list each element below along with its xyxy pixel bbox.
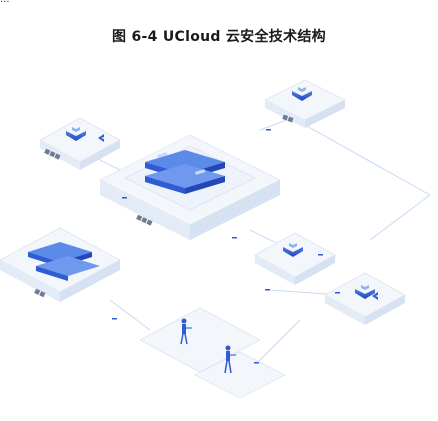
node-label: ■■	[281, 113, 294, 124]
platform-top-right: ■■	[263, 79, 347, 128]
dash-marker	[265, 289, 270, 291]
platform-central: ■■■	[98, 134, 282, 240]
shield-icon	[66, 127, 86, 141]
dash-marker	[318, 254, 323, 256]
server-stack-icon	[145, 150, 225, 194]
platform-left-small: ■■■	[38, 117, 122, 170]
link-line	[369, 194, 431, 241]
platform-far-right	[323, 272, 407, 325]
platform-bottom	[138, 307, 287, 399]
shield-icon	[292, 87, 312, 101]
shield-icon	[355, 285, 375, 299]
figure-title: 图 6-4 UCloud 云安全技术结构	[112, 29, 326, 45]
shield-icon	[283, 243, 303, 257]
person-icon	[180, 318, 192, 345]
dash-marker	[335, 292, 340, 294]
dash-marker	[254, 362, 259, 364]
dash-marker	[112, 318, 117, 320]
chevron-icon	[98, 134, 104, 142]
dash-marker	[266, 129, 271, 131]
chevron-icon	[372, 292, 378, 300]
server-stack-icon	[28, 242, 100, 281]
link-line	[304, 124, 431, 196]
person-icon	[224, 345, 236, 374]
node-label: ■■	[33, 287, 47, 298]
dash-markers	[112, 129, 340, 364]
platform-left-large: ■■	[0, 227, 122, 302]
dash-marker	[232, 237, 237, 239]
platform-right-middle	[253, 232, 337, 285]
link-line	[109, 299, 151, 331]
top-text-fragment: ...	[0, 0, 10, 5]
dash-marker	[122, 197, 127, 199]
